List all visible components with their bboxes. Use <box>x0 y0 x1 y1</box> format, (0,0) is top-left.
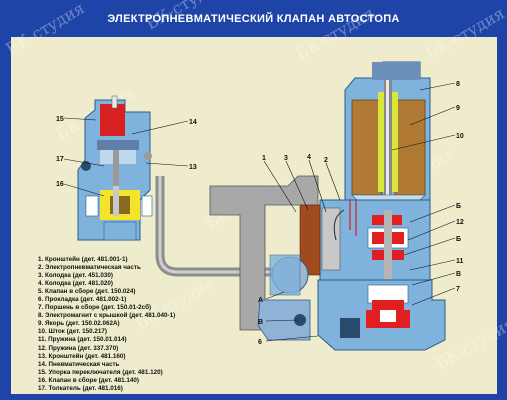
coil-right <box>394 99 426 196</box>
pneumatic-red-valve <box>100 104 125 136</box>
callout-labels: 15 14 17 13 16 1 3 4 2 8 9 10 Б 12 Б 11 … <box>56 81 464 346</box>
callout-12: 12 <box>456 219 464 226</box>
pneumatic-part <box>77 95 153 241</box>
callout-b-upper: Б <box>456 203 461 210</box>
callout-b-lower: Б <box>456 236 461 243</box>
callout-4: 4 <box>307 154 311 161</box>
legend-item: 15. Упорка переключателя (дет. 481.120) <box>38 368 163 376</box>
callout-v-right: В <box>456 271 461 278</box>
callout-16: 16 <box>56 181 64 188</box>
legend-item: 7. Поршень в сборе (дет. 150.01-2сб) <box>38 304 152 312</box>
legend-item: 13. Кронштейн (дет. 481.160) <box>38 352 126 360</box>
callout-10: 10 <box>456 133 464 140</box>
callout-lines <box>63 82 456 342</box>
legend-item: 2. Электропневматическая часть <box>38 264 141 272</box>
watermark-text: БК-студия <box>293 3 378 63</box>
callout-8: 8 <box>456 81 460 88</box>
callout-14: 14 <box>189 119 197 126</box>
callout-13: 13 <box>189 164 197 171</box>
poster-title: ЭЛЕКТРОПНЕВМАТИЧЕСКИЙ КЛАПАН АВТОСТОПА <box>107 13 400 25</box>
legend-item: 10. Шток (дет. 150.217) <box>38 328 107 336</box>
callout-v-left: В <box>258 319 263 326</box>
callout-1: 1 <box>262 155 266 162</box>
legend-item: 12. Пружина (дет. 337.370) <box>38 344 119 352</box>
legend-item: 8. Электромагнит с крышкой (дет. 481.040… <box>38 312 176 320</box>
coil-left <box>351 99 383 196</box>
legend-item: 1. Кронштейн (дет. 481.001-1) <box>38 256 128 263</box>
watermark-text: БК-студия <box>143 0 228 33</box>
watermark-text: БК-студия <box>423 3 507 63</box>
watermark-text: БК-студия <box>3 0 88 58</box>
callout-6: 6 <box>258 339 262 346</box>
legend-item: 17. Толкатель (дет. 481.016) <box>38 384 123 392</box>
callout-11: 11 <box>456 258 464 265</box>
legend-item: 14. Пневматическая часть <box>38 360 120 368</box>
callout-9: 9 <box>456 105 460 112</box>
legend-item: 5. Клапан в сборе (дет. 150.024) <box>38 288 136 296</box>
parts-legend: 1. Кронштейн (дет. 481.001-1) 2. Электро… <box>38 256 175 393</box>
legend-item: 4. Колодка (дет. 481.020) <box>38 280 114 288</box>
callout-17: 17 <box>56 156 64 163</box>
legend-item: 11. Пружина (дет. 150.01.014) <box>38 336 127 344</box>
callout-15: 15 <box>56 116 64 123</box>
electropneumatic-valve <box>209 61 446 351</box>
callout-a: А <box>258 297 263 304</box>
callout-3: 3 <box>284 155 288 162</box>
legend-item: 6. Прокладка (дет. 481.002-1) <box>38 296 127 304</box>
legend-item: 3. Колодка (дет. 451.030) <box>38 272 114 280</box>
legend-item: 16. Клапан в сборе (дет. 481.140) <box>38 376 139 384</box>
legend-item: 9. Якорь (дет. 150.02.062А) <box>38 320 120 328</box>
bracket <box>209 175 319 331</box>
callout-7: 7 <box>456 286 460 293</box>
callout-2: 2 <box>324 157 328 164</box>
